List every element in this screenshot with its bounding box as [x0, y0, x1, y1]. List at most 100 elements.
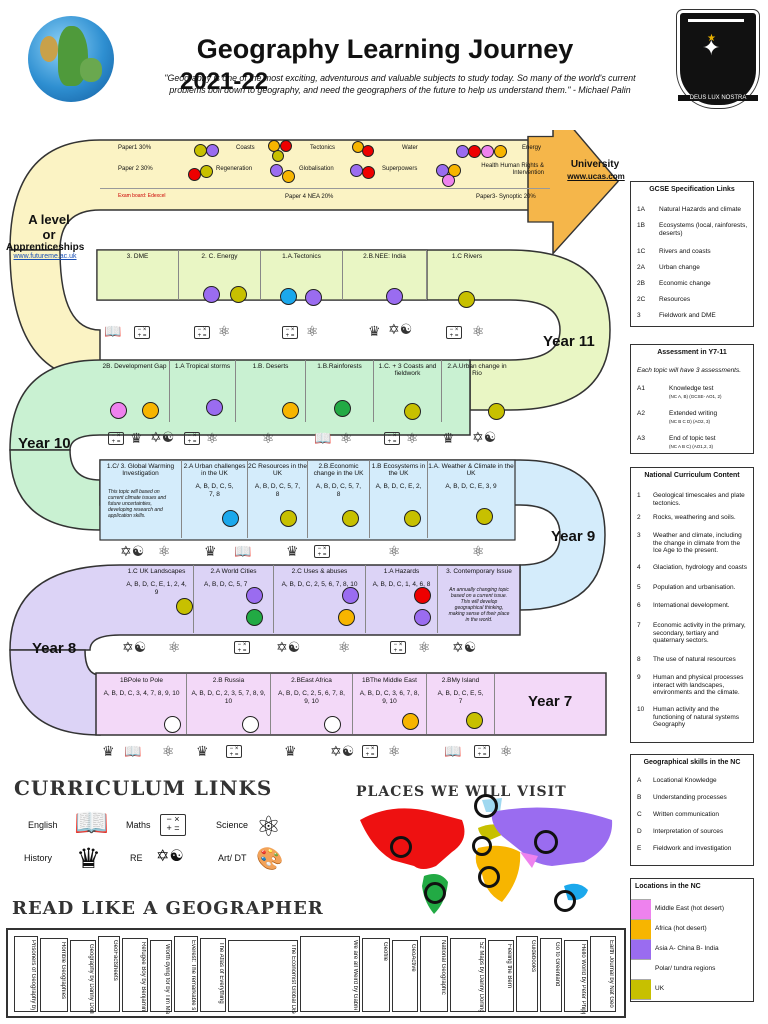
- link-maths: Maths: [126, 820, 151, 830]
- religion-icon: ✡☯: [330, 743, 355, 759]
- religion-icon: ✡☯: [150, 429, 175, 445]
- paper2-label: Paper 2 30%: [118, 166, 153, 172]
- panel-row-text: Population and urbanisation.: [653, 584, 736, 591]
- nc-dot: [404, 403, 421, 420]
- nc-dot: [270, 164, 283, 177]
- panel-row-code: 4: [637, 564, 641, 571]
- nc-dot: [338, 609, 355, 626]
- crown-icon: ♛: [286, 543, 299, 559]
- y11-topic: 2. C. Energy: [179, 250, 261, 300]
- y10-topic: 1.B.Rainforests: [306, 360, 374, 422]
- book-title: National Geographic: [440, 940, 446, 995]
- ucas-link[interactable]: www.ucas.com: [567, 172, 625, 181]
- religion-icon: ✡☯: [276, 639, 301, 655]
- panel-row-code: B: [637, 794, 642, 801]
- panel-row-code: 8: [637, 656, 641, 663]
- quote: "Geography is one of the most exciting, …: [164, 73, 636, 95]
- link-history: History: [24, 853, 53, 863]
- calculator-icon: − ×+ =: [390, 641, 406, 654]
- topic-coasts: Coasts: [236, 145, 255, 151]
- nc-dot: [222, 510, 239, 527]
- religion-icon: ✡☯: [120, 543, 145, 559]
- panel-row-code: C: [637, 811, 642, 818]
- topic-regeneration: Regeneration: [216, 166, 253, 172]
- topic-tectonics: Tectonics: [310, 145, 336, 151]
- futureme-link[interactable]: www.futureme.ac.uk: [13, 253, 77, 260]
- year7-label: Year 7: [528, 693, 573, 710]
- link-re: RE: [130, 853, 143, 863]
- book-spine: National Geographic: [420, 936, 448, 1012]
- panel-row-text: Resources: [659, 296, 691, 303]
- panel-row-text: Ecosystems (local, rainforests, deserts): [659, 222, 748, 237]
- nc-dot: [246, 587, 263, 604]
- atom-icon: ⚛: [306, 323, 319, 339]
- panel-row-text: Rocks, weathering and soils.: [653, 514, 736, 521]
- calculator-icon: − ×+ =: [184, 432, 200, 445]
- book-title: Go to Greenland: [554, 942, 560, 987]
- panel-row-code: 2: [637, 514, 641, 521]
- book-title: The Atlas of Everything: [218, 942, 224, 1004]
- panel-row-code: 1C: [637, 248, 646, 255]
- nc-dot: [494, 145, 507, 158]
- book-spine: The Economist Global Discontents by Noam…: [228, 940, 298, 1014]
- map-marker: [390, 836, 412, 858]
- atom-icon: ⚛: [158, 543, 171, 559]
- nc-dot: [481, 145, 494, 158]
- year9-label: Year 9: [551, 528, 596, 545]
- panel-row-code: 3: [637, 312, 641, 319]
- map-marker: [478, 866, 500, 888]
- nc-dot: [282, 402, 299, 419]
- atom-icon: ⚛: [406, 430, 419, 446]
- book-title: We are all Weird by Gabriella: [352, 940, 358, 1010]
- nc-dot: [448, 164, 461, 177]
- panel-row-sub: (NC A B C) (AO1,2, 3): [669, 444, 714, 449]
- paper4-label: Paper 4 NEA 20%: [285, 194, 334, 200]
- crown-icon: ♛: [284, 743, 297, 759]
- book-spine: Everest: The remarkable story of Edmund …: [174, 936, 198, 1012]
- link-science: Science: [216, 820, 249, 830]
- location-label: UK: [655, 985, 665, 992]
- topic-globalisation: Globalisation: [299, 166, 334, 172]
- panel-row-text: Natural Hazards and climate: [659, 206, 742, 213]
- map-marker: [424, 882, 446, 904]
- nc-dot: [230, 286, 247, 303]
- panel-row-text: Interpretation of sources: [653, 828, 724, 835]
- nc-dot: [305, 289, 322, 306]
- nc-dot: [282, 170, 295, 183]
- nc-dot: [334, 400, 351, 417]
- nc-dot: [206, 144, 219, 157]
- calculator-icon: − ×+ =: [160, 814, 186, 836]
- y10-topic: 2.A.Urban change in Rio: [447, 363, 507, 377]
- panel-row-code: A3: [637, 435, 645, 442]
- panel-row-text: Understanding processes: [653, 794, 727, 801]
- crown-icon: ♛: [130, 430, 143, 446]
- book-title: Earth Journal by Nat Geo: [608, 940, 614, 1008]
- atom-icon: ⚛: [262, 430, 275, 446]
- panel-row-code: 1: [637, 492, 641, 499]
- book-title: 52 Maps by Danny Dorling: [478, 942, 484, 1012]
- book-title: GeoActive: [410, 944, 416, 972]
- religion-icon: ✡☯: [452, 639, 477, 655]
- book-title: Geography by Danny Dorling: [88, 944, 94, 1014]
- globe-icon: [28, 16, 114, 102]
- atom-icon: ⚛: [218, 323, 231, 339]
- map-marker: [534, 830, 558, 854]
- nc-dot: [164, 716, 181, 733]
- book-title: Geofile: [382, 942, 388, 962]
- nc-dot: [280, 140, 292, 152]
- alevel-divider: [100, 188, 550, 189]
- nc-dot: [362, 166, 375, 179]
- nc-dot: [442, 174, 455, 187]
- panel-row-code: 3: [637, 532, 641, 539]
- places-title: PLACES WE WILL VISIT: [356, 784, 567, 800]
- location-label: Asia A- China B- India: [655, 945, 719, 952]
- panel-row-text: Rivers and coasts: [659, 248, 711, 255]
- book-spine: GeoFactsheets: [98, 936, 120, 1012]
- link-english: English: [28, 820, 58, 830]
